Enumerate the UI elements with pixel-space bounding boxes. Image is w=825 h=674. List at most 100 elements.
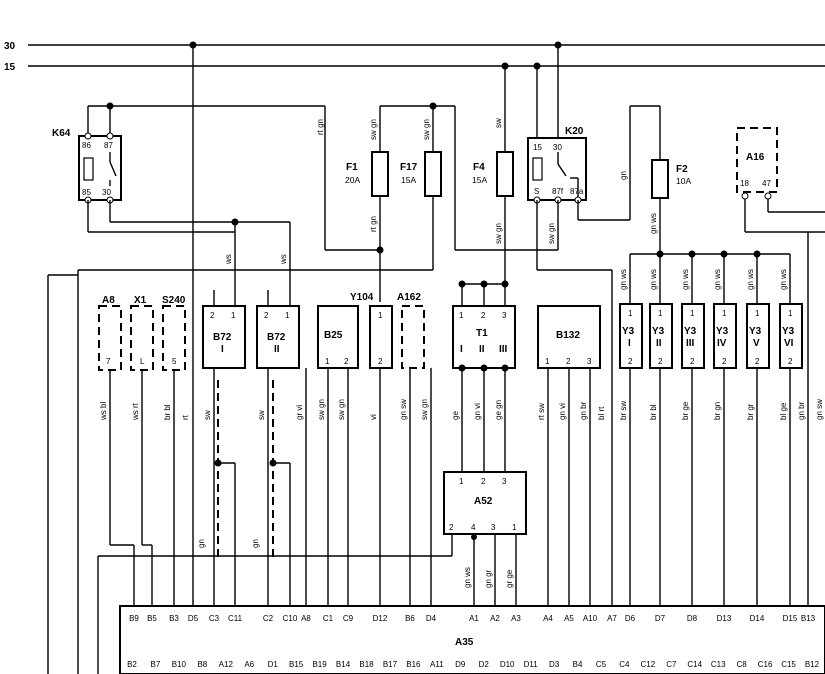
svg-text:1: 1 [512, 523, 517, 532]
fuse-f4: sw F4 15A sw gn [472, 66, 514, 288]
svg-text:Y3: Y3 [622, 326, 635, 337]
svg-text:30: 30 [553, 143, 562, 152]
svg-text:gn: gn [619, 171, 628, 180]
svg-text:ge gn: ge gn [494, 400, 503, 420]
svg-text:bl rt: bl rt [597, 406, 606, 420]
svg-text:br bl: br bl [163, 404, 172, 420]
a35-pin-label: C14 [687, 660, 702, 669]
a35-pin-label: A10 [583, 614, 598, 623]
svg-text:br ge: br ge [681, 401, 690, 420]
a35-pin-label: B6 [405, 614, 415, 623]
svg-text:2: 2 [344, 357, 349, 366]
svg-text:bl ge: bl ge [779, 402, 788, 420]
a35-pin-label: B13 [801, 614, 816, 623]
svg-text:gn ws: gn ws [619, 269, 628, 290]
svg-text:2: 2 [378, 357, 383, 366]
svg-text:gr vi: gr vi [295, 405, 304, 420]
f2-box [651, 159, 669, 199]
svg-text:Y3: Y3 [652, 326, 665, 337]
a35-pin-label: D10 [500, 660, 515, 669]
svg-text:I: I [460, 344, 463, 355]
f1-box [371, 151, 389, 197]
a35-pin-label: C7 [666, 660, 677, 669]
svg-text:Y3: Y3 [716, 326, 729, 337]
a35-box [119, 605, 825, 674]
svg-text:3: 3 [502, 311, 507, 320]
a35-pin-label: D2 [479, 660, 490, 669]
svg-text:br gn: br gn [713, 402, 722, 420]
svg-text:20A: 20A [345, 175, 360, 185]
svg-text:1: 1 [628, 309, 633, 318]
a35-pin-label: B5 [147, 614, 157, 623]
svg-text:gn: gn [251, 539, 260, 548]
module-a52: 1 2 3 A52 2 4 3 1 gn ws gn gr gr ge [97, 471, 527, 674]
svg-text:1: 1 [325, 357, 330, 366]
svg-text:ws: ws [279, 254, 288, 265]
svg-text:gn sw: gn sw [815, 399, 824, 420]
relay-k20: K20 15 30 S 87f 87a sw gn gn [433, 45, 660, 606]
svg-text:vi: vi [369, 414, 378, 420]
a35-pin-label: D6 [625, 614, 636, 623]
a35-pin-label: A2 [490, 614, 500, 623]
a35-pin-label: B14 [336, 660, 351, 669]
svg-text:sw gn: sw gn [369, 119, 378, 140]
svg-text:Y3: Y3 [749, 326, 762, 337]
a35-pin-label: B3 [169, 614, 179, 623]
svg-text:II: II [479, 344, 485, 355]
svg-text:87a: 87a [570, 187, 584, 196]
a35-pin-label: D7 [655, 614, 666, 623]
a35-pin-label: C11 [228, 614, 243, 623]
a35-pin-label: C3 [209, 614, 220, 623]
valve-y3-v: gn ws 1 Y3 V 2 br gr [746, 254, 770, 606]
a35-pin-label: C16 [758, 660, 773, 669]
svg-text:1: 1 [658, 309, 663, 318]
connector-x1: X1 L ws rt [130, 295, 154, 606]
a35-pin-label: D12 [373, 614, 388, 623]
svg-text:7: 7 [106, 357, 111, 366]
a35-pin-label: B10 [172, 660, 187, 669]
svg-text:B72: B72 [213, 332, 232, 343]
svg-text:87: 87 [104, 141, 113, 150]
svg-text:85: 85 [82, 188, 91, 197]
a35-pin-label: C13 [711, 660, 726, 669]
svg-text:2: 2 [722, 357, 727, 366]
svg-text:gn vi: gn vi [558, 403, 567, 420]
fuse-f17: sw gn F17 15A [47, 106, 442, 674]
valve-y3-iii: gn ws 1 Y3 III 2 br ge [681, 254, 705, 606]
svg-text:5: 5 [172, 357, 177, 366]
svg-text:2: 2 [788, 357, 793, 366]
module-a16: A16 18 47 [736, 127, 825, 233]
a35-pin-label: A8 [301, 614, 311, 623]
svg-text:gn ws: gn ws [463, 567, 472, 588]
rail-30: 30 [4, 41, 825, 52]
valve-y3-vi: gn ws 1 Y3 VI 2 bl ge [779, 254, 803, 606]
svg-text:Y3: Y3 [782, 326, 795, 337]
f4-box [496, 151, 514, 197]
a35-pin-label: B8 [197, 660, 207, 669]
svg-text:gn ws: gn ws [649, 213, 658, 234]
svg-text:sw gn: sw gn [494, 223, 503, 244]
svg-text:sw gn: sw gn [420, 399, 429, 420]
svg-text:15A: 15A [401, 175, 416, 185]
svg-text:rt sw: rt sw [537, 403, 546, 420]
switch-s240: S240 5 br bl rt [162, 295, 190, 606]
svg-text:I: I [221, 344, 224, 355]
svg-text:10A: 10A [676, 176, 691, 186]
sensor-b25: B25 1 2 sw gn sw gn [317, 305, 359, 606]
svg-text:br gr: br gr [746, 403, 755, 420]
valve-y3-i: gn ws 1 Y3 I 2 br sw [619, 254, 643, 606]
svg-text:sw: sw [257, 410, 266, 420]
svg-text:gn vi: gn vi [473, 403, 482, 420]
a16-label: A16 [746, 152, 765, 163]
a35-pin-label: D15 [783, 614, 798, 623]
a35-pin-label: B7 [151, 660, 161, 669]
a35-pin-label: B4 [573, 660, 583, 669]
svg-text:rt gn: rt gn [316, 119, 325, 135]
valve-y104: Y104 1 2 vi [350, 292, 393, 606]
f2-label: F2 [676, 164, 688, 175]
svg-text:II: II [274, 344, 280, 355]
svg-text:3: 3 [491, 523, 496, 532]
rail-15-label: 15 [4, 62, 16, 73]
